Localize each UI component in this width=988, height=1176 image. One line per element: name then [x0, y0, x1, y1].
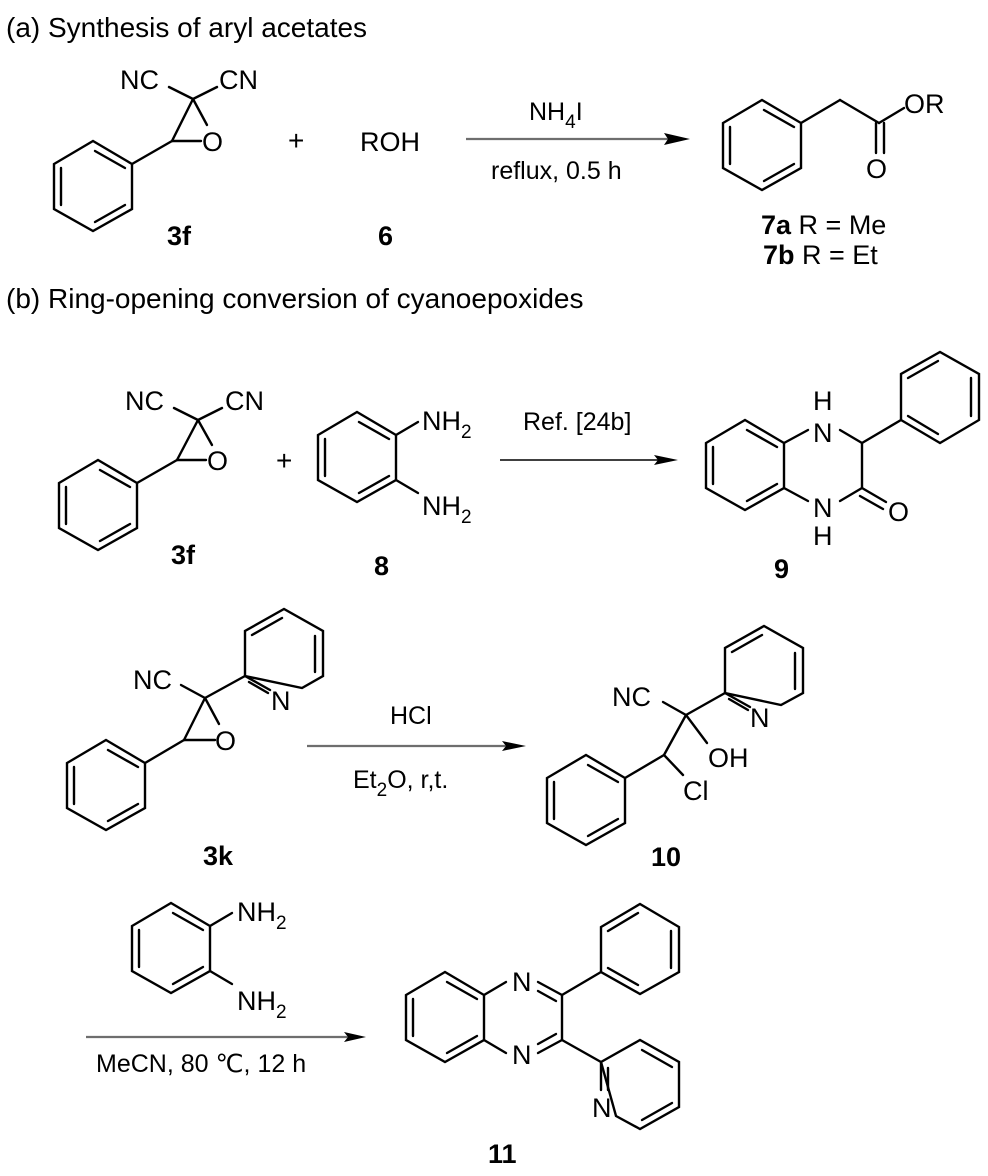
- compound-label-11: 11: [488, 1139, 517, 1169]
- benzene-ring: [52, 139, 134, 233]
- compound-label-3f: 3f: [171, 540, 196, 570]
- benzene-ring: [65, 738, 147, 832]
- compound-label-8: 8: [374, 551, 389, 581]
- carbonyl-oxygen: O: [866, 154, 887, 184]
- compound-label-10: 10: [651, 842, 681, 872]
- compound-9: N H N H O: [704, 350, 981, 551]
- compound-3k: NC N O: [65, 607, 325, 832]
- cn-group: CN: [219, 65, 258, 95]
- benzene-ring: [545, 753, 627, 847]
- product-label-7a: 7a R = Me: [761, 210, 886, 240]
- compound-7: OR O: [721, 89, 945, 192]
- reagent-ref: Ref. [24b]: [523, 408, 631, 436]
- benzene-ring: [130, 901, 212, 995]
- phenyl-ring: [599, 902, 681, 996]
- pyridine-nitrogen: N: [750, 703, 770, 733]
- reaction-arrow-b2: [307, 741, 526, 751]
- benzene-ring: [316, 410, 398, 504]
- epoxide-oxygen: O: [215, 726, 236, 756]
- benzene-ring: [404, 970, 486, 1064]
- quinoxaline-nitrogen-top: N: [512, 967, 532, 997]
- alcohol-roh: ROH: [360, 127, 420, 157]
- compound-3f-b: NC CN O: [57, 386, 264, 552]
- compound-11: N N N: [404, 902, 681, 1131]
- epoxide-oxygen: O: [207, 446, 228, 476]
- pyridine-ring: [723, 624, 805, 707]
- phenyl-ring: [899, 350, 981, 445]
- conditions-reflux: reflux, 0.5 h: [491, 157, 622, 185]
- product-label-7b: 7b R = Et: [763, 240, 878, 270]
- lactam-oxygen: O: [888, 497, 909, 527]
- compound-10: NC N OH Cl: [545, 624, 805, 847]
- pyridine-nitrogen: N: [271, 686, 291, 716]
- compound-label-9: 9: [774, 554, 789, 584]
- reaction-arrow-b3: [86, 1032, 366, 1042]
- hydroxyl-group: OH: [708, 743, 749, 773]
- compound-label-3f: 3f: [167, 221, 192, 251]
- cn-group: CN: [225, 386, 264, 416]
- pyridine-ring: [599, 1038, 681, 1131]
- amine-group-bottom: NH2: [422, 491, 472, 528]
- benzene-ring: [57, 458, 139, 552]
- reagent-nh4i: NH4I: [529, 98, 583, 133]
- benzene-ring: [704, 418, 786, 512]
- reagent-hcl: HCl: [390, 702, 432, 730]
- conditions-mecn: MeCN, 80 ℃, 12 h: [96, 1050, 306, 1078]
- plus-sign: +: [276, 445, 292, 476]
- pyridine-nitrogen: N: [592, 1093, 612, 1123]
- reagent-diamine: NH2 NH2: [130, 897, 287, 1023]
- pyridine-ring: [243, 607, 325, 690]
- conditions-et2o: Et2O, r,t.: [353, 766, 448, 801]
- nh-hydrogen-bottom: H: [813, 521, 833, 551]
- benzene-ring: [721, 98, 803, 192]
- quinoxaline-nitrogen-bottom: N: [512, 1040, 532, 1070]
- nc-group: NC: [612, 682, 651, 712]
- amine-group-bottom: NH2: [237, 986, 287, 1023]
- ester-or-group: OR: [904, 89, 945, 119]
- nh-nitrogen-top: N: [813, 418, 833, 448]
- nh-nitrogen-bottom: N: [813, 493, 833, 523]
- nh-hydrogen-top: H: [813, 386, 833, 416]
- amine-group-top: NH2: [422, 406, 472, 443]
- plus-sign: +: [288, 125, 304, 156]
- compound-label-3k: 3k: [203, 841, 234, 871]
- chloro-group: Cl: [683, 776, 709, 806]
- epoxide-oxygen: O: [202, 127, 223, 157]
- amine-group-top: NH2: [237, 897, 287, 934]
- nc-group: NC: [120, 65, 159, 95]
- compound-3f-a: NC CN O: [52, 65, 258, 233]
- compound-8: NH2 NH2: [316, 406, 472, 528]
- nc-group: NC: [133, 665, 172, 695]
- reaction-arrow-a: [466, 133, 690, 145]
- section-a-heading: (a) Synthesis of aryl acetates: [6, 12, 367, 43]
- nc-group: NC: [125, 386, 164, 416]
- reaction-arrow-b1: [500, 455, 678, 465]
- section-b-heading: (b) Ring-opening conversion of cyanoepox…: [6, 283, 583, 314]
- compound-label-6: 6: [378, 221, 393, 251]
